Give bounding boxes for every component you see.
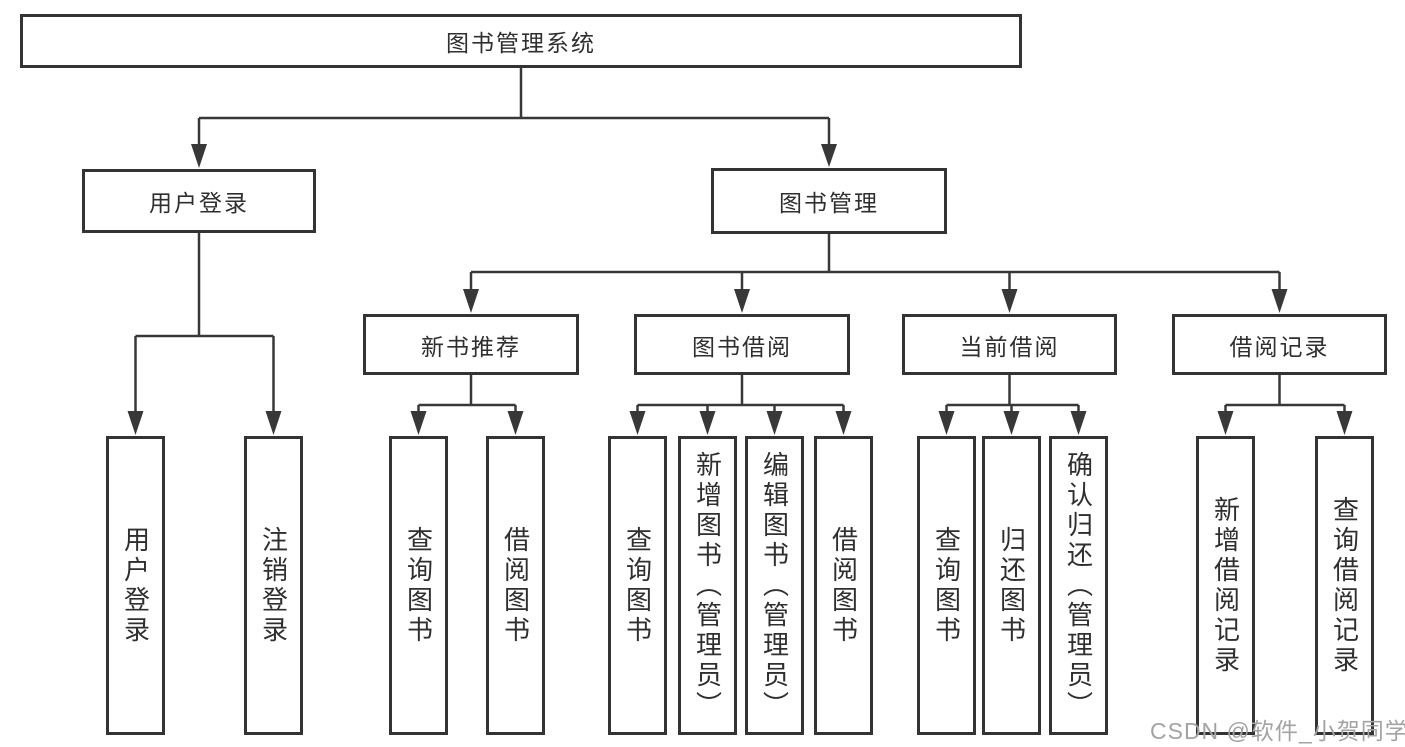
node-borrow-records: 借阅记录 bbox=[1172, 314, 1387, 375]
node-root-system: 图书管理系统 bbox=[20, 14, 1022, 68]
connector-borrow-to-leaves bbox=[629, 375, 852, 435]
leaf-borrow-books-recommend: 借阅图书 bbox=[486, 436, 545, 735]
leaf-query-books-current: 查询图书 bbox=[917, 436, 976, 735]
leaf-logout: 注销登录 bbox=[244, 436, 303, 735]
leaf-user-login: 用户登录 bbox=[106, 436, 165, 735]
leaf-query-borrow-record: 查询借阅记录 bbox=[1315, 436, 1374, 735]
csdn-watermark: CSDN @软件_小贺同学 bbox=[1150, 718, 1405, 744]
node-user-login: 用户登录 bbox=[82, 169, 316, 233]
node-new-book-recommend: 新书推荐 bbox=[363, 314, 579, 375]
connector-records-to-leaves bbox=[1217, 375, 1353, 435]
leaf-query-books-recommend: 查询图书 bbox=[389, 436, 448, 735]
leaf-query-books-borrow: 查询图书 bbox=[608, 436, 667, 735]
leaf-return-books: 归还图书 bbox=[982, 436, 1041, 735]
leaf-add-borrow-record: 新增借阅记录 bbox=[1196, 436, 1255, 735]
connector-userlogin-to-leaves bbox=[127, 233, 282, 435]
node-book-management: 图书管理 bbox=[711, 168, 947, 234]
connector-current-to-leaves bbox=[938, 375, 1087, 435]
node-current-borrowing: 当前借阅 bbox=[902, 314, 1117, 375]
leaf-borrow-books: 借阅图书 bbox=[814, 436, 873, 735]
node-book-borrowing: 图书借阅 bbox=[634, 314, 850, 375]
connector-root-to-level2 bbox=[191, 68, 837, 168]
leaf-edit-books-admin: 编辑图书（管理员） bbox=[745, 436, 804, 735]
connector-newbook-to-leaves bbox=[410, 375, 524, 435]
leaf-add-books-admin: 新增图书（管理员） bbox=[678, 436, 737, 735]
connector-bookmgmt-to-level3 bbox=[463, 234, 1288, 313]
leaf-confirm-return-admin: 确认归还（管理员） bbox=[1049, 436, 1108, 735]
